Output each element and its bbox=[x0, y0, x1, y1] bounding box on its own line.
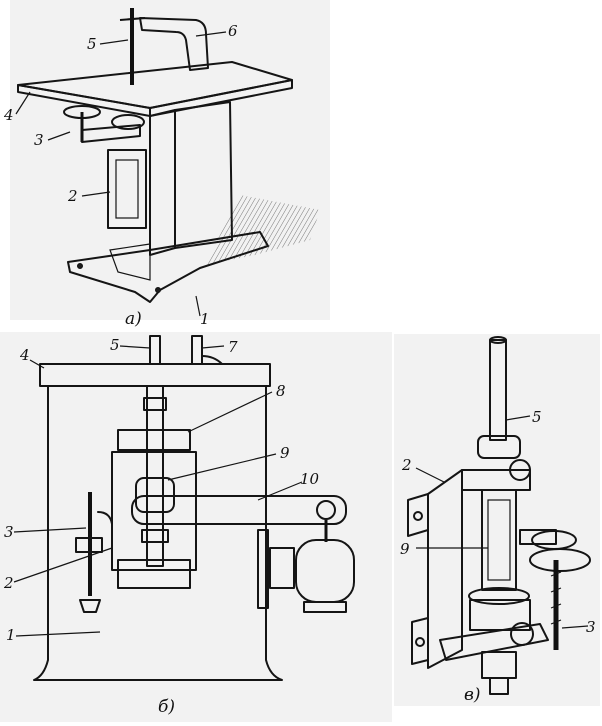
holder-arm bbox=[139, 17, 209, 71]
leader-5 bbox=[99, 39, 129, 45]
upper-guide bbox=[117, 429, 191, 451]
label-b-2: 2 bbox=[3, 574, 14, 592]
leader-b2 bbox=[13, 547, 113, 583]
machine-base bbox=[67, 231, 269, 303]
leader-b8 bbox=[187, 391, 273, 433]
label-c-5: 5 bbox=[532, 408, 542, 426]
screw-bracket bbox=[97, 511, 113, 525]
leader-b9 bbox=[167, 453, 277, 481]
mount-hole bbox=[413, 511, 423, 521]
base-bolt bbox=[77, 263, 83, 269]
lower-ring bbox=[468, 587, 530, 605]
leader-b5 bbox=[119, 345, 151, 349]
bottom-shaft bbox=[489, 677, 509, 695]
label-b-7: 7 bbox=[228, 338, 238, 356]
rod-end bbox=[489, 336, 507, 344]
motor-housing bbox=[107, 149, 147, 229]
leader-3 bbox=[47, 131, 71, 141]
table-side-edge bbox=[149, 79, 293, 117]
label-a-1: 1 bbox=[200, 310, 210, 328]
crank-collar bbox=[141, 529, 169, 543]
leader-2 bbox=[81, 191, 111, 197]
leader-b4 bbox=[29, 359, 45, 369]
rod-collar bbox=[143, 397, 167, 411]
holder-bend bbox=[201, 355, 223, 365]
leader-b1 bbox=[15, 631, 101, 637]
panel-a-drawing: 5 6 4 3 2 1 а) bbox=[3, 0, 330, 329]
label-a-5: 5 bbox=[87, 35, 97, 53]
crank-detail bbox=[487, 499, 511, 581]
base-bolt bbox=[155, 287, 161, 293]
motor-mount bbox=[257, 529, 269, 609]
label-c-2: 2 bbox=[401, 456, 412, 474]
slider bbox=[111, 451, 197, 571]
base-recess bbox=[109, 243, 151, 281]
column-side bbox=[174, 101, 233, 249]
caption-c: в) bbox=[464, 685, 481, 705]
label-a-3: 3 bbox=[34, 131, 44, 149]
label-c-9: 9 bbox=[400, 540, 410, 558]
lower-plate bbox=[439, 623, 549, 661]
floor-shadow bbox=[205, 195, 320, 265]
mount-bracket bbox=[407, 493, 429, 537]
leader-b3 bbox=[13, 527, 87, 533]
leader-4 bbox=[15, 91, 31, 115]
crank-housing bbox=[481, 489, 517, 591]
caption-a: а) bbox=[125, 309, 142, 329]
lever-arm bbox=[131, 495, 347, 525]
label-a-2: 2 bbox=[67, 187, 78, 205]
top-rod bbox=[489, 339, 507, 441]
upper-head bbox=[477, 435, 521, 459]
screw-thread bbox=[550, 571, 562, 577]
leader-c3 bbox=[561, 625, 589, 629]
lever-pivot bbox=[316, 500, 336, 520]
panel-c-drawing: 5 2 9 3 в) bbox=[394, 334, 600, 706]
label-b-4: 4 bbox=[19, 346, 30, 364]
pulley bbox=[111, 114, 145, 130]
screw-thread bbox=[550, 603, 562, 609]
screw-nut bbox=[75, 537, 103, 553]
screw-thread bbox=[550, 587, 562, 593]
label-b-10: 10 bbox=[300, 470, 320, 488]
label-a-4: 4 bbox=[3, 106, 14, 124]
frame-plate bbox=[427, 469, 463, 669]
screw-thread bbox=[550, 619, 562, 625]
feed-arm bbox=[81, 124, 141, 143]
feed-arm bbox=[519, 529, 557, 545]
lower-guide bbox=[117, 559, 191, 589]
caption-b: б) bbox=[158, 697, 175, 717]
lower-bracket bbox=[411, 617, 429, 665]
label-b-1: 1 bbox=[6, 626, 16, 644]
leader-6 bbox=[195, 31, 227, 37]
saw-rod bbox=[149, 335, 161, 365]
feed-disc bbox=[529, 548, 591, 572]
screw-foot bbox=[79, 599, 101, 613]
label-b-3: 3 bbox=[4, 523, 14, 541]
leader-b7 bbox=[201, 345, 225, 349]
panel-b-drawing: 4 5 7 8 9 10 3 2 1 б) bbox=[0, 332, 392, 722]
label-b-5: 5 bbox=[110, 336, 120, 354]
motor-foot bbox=[303, 601, 347, 613]
leader-1 bbox=[195, 295, 201, 317]
leader-b10 bbox=[257, 481, 303, 501]
motor-coupling bbox=[269, 547, 295, 589]
frame-body bbox=[33, 385, 283, 681]
mount-hole bbox=[415, 637, 425, 647]
label-c-3: 3 bbox=[586, 618, 596, 636]
panel-a-background bbox=[10, 0, 330, 320]
holder-post bbox=[191, 335, 203, 365]
motor-window bbox=[115, 159, 139, 219]
label-a-6: 6 bbox=[228, 22, 238, 40]
vertical-rod bbox=[146, 385, 164, 567]
label-b-8: 8 bbox=[276, 382, 286, 400]
leader-c5 bbox=[505, 415, 531, 421]
leader-c2 bbox=[415, 467, 445, 483]
label-b-9: 9 bbox=[280, 444, 290, 462]
